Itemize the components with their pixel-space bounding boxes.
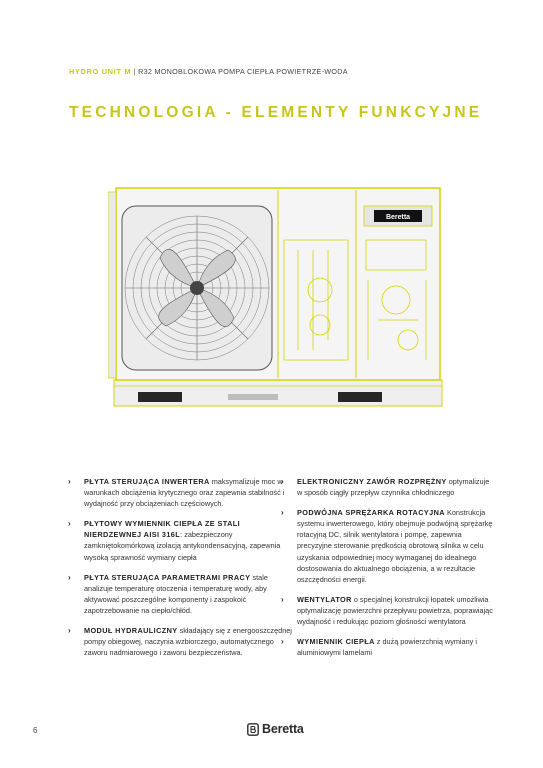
feature-item-plate-heat-exchanger: › PŁYTOWY WYMIENNIK CIEPŁA ZE STALI NIER…	[68, 518, 293, 562]
feature-heading: MODUŁ HYDRAULICZNY	[84, 626, 178, 636]
chevron-right-icon: ›	[281, 594, 284, 604]
chevron-right-icon: ›	[281, 508, 284, 518]
features-right-column: › ELEKTRONICZNY ZAWÓR ROZPRĘŻNY optymali…	[281, 476, 496, 667]
chevron-right-icon: ›	[68, 519, 71, 529]
unit-logo-text: Beretta	[386, 214, 410, 221]
page-number: 6	[33, 726, 38, 735]
chevron-right-icon: ›	[281, 477, 284, 486]
feature-body: stale analizuje temperaturę otoczenia i …	[84, 572, 268, 615]
feature-item-fan: › WENTYLATOR o specjalnej konstrukcji ło…	[281, 594, 496, 627]
beretta-logo-icon	[247, 722, 259, 736]
feature-item-control-board: › PŁYTA STERUJĄCA PARAMETRAMI PRACY stal…	[68, 572, 293, 616]
page-title: TECHNOLOGIA - ELEMENTY FUNKCYJNE	[69, 104, 483, 121]
feature-item-expansion-valve: › ELEKTRONICZNY ZAWÓR ROZPRĘŻNY optymali…	[281, 476, 496, 498]
footer-logo: Beretta	[247, 722, 304, 736]
header-subtitle: R32 MONOBLOKOWA POMPA CIEPŁA POWIETRZE-W…	[138, 67, 348, 76]
feature-body: z dużą powierzchnią wymiany i aluminiowy…	[297, 637, 477, 658]
chevron-right-icon: ›	[68, 572, 71, 582]
feature-heading: ELEKTRONICZNY ZAWÓR ROZPRĘŻNY	[297, 477, 447, 486]
feature-heading: PŁYTA STERUJĄCA INWERTERA	[84, 477, 210, 486]
feature-body: składający się z energooszczędnej pompy …	[84, 626, 292, 658]
feature-heading: PODWÓJNA SPRĘŻARKA ROTACYJNA	[297, 508, 445, 518]
chevron-right-icon: ›	[68, 477, 71, 486]
feature-item-heat-exchanger: › WYMIENNIK CIEPŁA z dużą powierzchnią w…	[281, 636, 496, 658]
feature-item-rotary-compressor: › PODWÓJNA SPRĘŻARKA ROTACYJNA Konstrukc…	[281, 507, 496, 585]
header-line: HYDRO UNIT M | R32 MONOBLOKOWA POMPA CIE…	[69, 67, 348, 76]
footer-logo-text: Beretta	[262, 722, 304, 736]
feature-item-inverter-board: › PŁYTA STERUJĄCA INWERTERA maksymalizuj…	[68, 476, 293, 509]
feature-body: maksymalizuje moc w warunkach obciążenia…	[84, 477, 285, 509]
feature-heading: WYMIENNIK CIEPŁA	[297, 637, 375, 647]
feature-body: optymalizuje w sposób ciągły przepływ cz…	[297, 477, 490, 498]
feature-heading: WENTYLATOR	[297, 594, 352, 604]
feature-body: Konstrukcja systemu inwerterowego, który…	[297, 508, 493, 584]
feature-separator: :	[180, 530, 183, 540]
feature-body: o specjalnej konstrukcji łopatek umożliw…	[297, 594, 493, 627]
feature-heading: PŁYTA STERUJĄCA PARAMETRAMI PRACY	[84, 572, 251, 582]
heat-pump-illustration: Beretta	[108, 187, 443, 407]
feature-heading: PŁYTOWY WYMIENNIK CIEPŁA ZE STALI NIERDZ…	[84, 519, 241, 540]
chevron-right-icon: ›	[281, 637, 284, 647]
chevron-right-icon: ›	[68, 626, 71, 636]
features-left-column: › PŁYTA STERUJĄCA INWERTERA maksymalizuj…	[68, 476, 293, 667]
feature-body: zabezpieczony zamkniętokomórkową izolacj…	[84, 530, 281, 562]
header-brand: HYDRO UNIT M	[69, 67, 132, 76]
feature-item-hydraulic-module: › MODUŁ HYDRAULICZNY składający się z en…	[68, 625, 293, 658]
header-separator: |	[133, 67, 136, 76]
